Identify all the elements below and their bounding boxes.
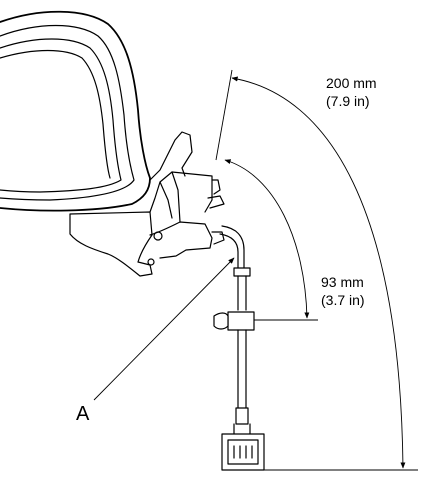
callout-a: A [76,257,235,425]
inner-dimension-metric: 93 mm [321,274,364,290]
outer-dimension-metric: 200 mm [326,75,377,91]
wire-harness [213,225,255,435]
wire-connector [221,433,265,471]
outer-dimension-imperial: (7.9 in) [326,93,370,109]
inner-dimension-imperial: (3.7 in) [321,292,365,308]
mirror-housing [0,10,151,212]
dimension-lines [215,69,418,471]
mirror-base [69,131,225,277]
callout-label: A [76,403,90,425]
